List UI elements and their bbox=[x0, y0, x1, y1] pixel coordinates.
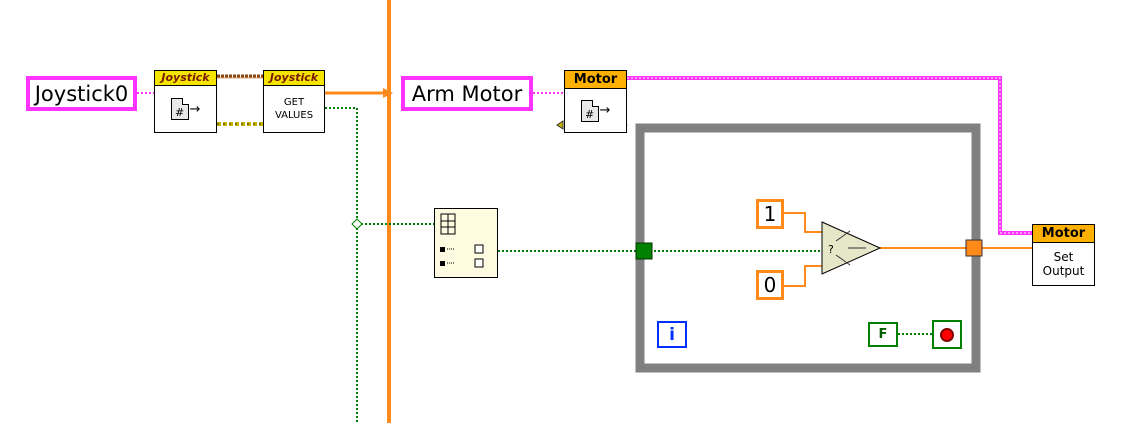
boolean-wire-getvalues-out[interactable] bbox=[325, 107, 358, 423]
numeric-wire-const-false[interactable] bbox=[784, 265, 826, 287]
joystick-refnum-label: Joystick0 bbox=[34, 81, 129, 106]
arm-motor-refnum-label: Arm Motor bbox=[411, 81, 523, 106]
numeric-constant-true[interactable]: 1 bbox=[756, 199, 784, 229]
motor-set-body: Set Output bbox=[1042, 250, 1085, 278]
refnum-wire-motor-out[interactable] bbox=[627, 76, 1032, 235]
joystick-get-values-block[interactable]: Joystick GET VALUES bbox=[263, 70, 325, 133]
motor-set-header: Motor bbox=[1033, 225, 1094, 243]
loop-iteration-terminal[interactable]: i bbox=[657, 321, 687, 348]
loop-stop-terminal[interactable] bbox=[932, 320, 962, 349]
stop-icon bbox=[940, 327, 954, 342]
numeric-constant-false-value: 0 bbox=[763, 273, 777, 297]
motor-open-error-in bbox=[556, 120, 564, 130]
arrow-right-icon: → bbox=[599, 103, 611, 118]
joystick-open-block[interactable]: Joystick # → bbox=[154, 70, 217, 133]
numeric-constant-false[interactable]: 0 bbox=[756, 270, 784, 300]
numeric-constant-true-value: 1 bbox=[763, 202, 777, 226]
joystick-refnum-control[interactable]: Joystick0 bbox=[26, 76, 137, 111]
motor-open-block[interactable]: Motor # → bbox=[564, 70, 627, 133]
arrow-right-icon: → bbox=[189, 101, 201, 117]
boolean-constant-false[interactable]: F bbox=[868, 322, 898, 347]
motor-open-header: Motor bbox=[565, 71, 626, 89]
joystick-get-header: Joystick bbox=[264, 71, 324, 86]
joystick-open-header: Joystick bbox=[155, 71, 216, 86]
refnum-wire-motor-out-inner bbox=[627, 77, 1032, 234]
wire-junction-diamond bbox=[351, 218, 363, 230]
boolean-constant-label: F bbox=[878, 327, 888, 342]
numeric-wire-const-true[interactable] bbox=[784, 212, 826, 233]
motor-set-output-block[interactable]: Motor Set Output bbox=[1032, 224, 1095, 286]
index-array-icon bbox=[440, 213, 484, 268]
index-array-node[interactable] bbox=[434, 208, 498, 278]
document-icon: # bbox=[170, 98, 189, 120]
select-function[interactable]: ? bbox=[821, 221, 882, 275]
arm-motor-refnum-control[interactable]: Arm Motor bbox=[401, 76, 533, 111]
joystick-get-body: GET VALUES bbox=[274, 97, 314, 121]
wire-junction-arrow bbox=[383, 88, 393, 98]
document-icon: # bbox=[580, 99, 599, 122]
select-function-label: ? bbox=[828, 243, 834, 256]
iteration-label: i bbox=[669, 324, 675, 345]
loop-output-tunnel[interactable] bbox=[965, 239, 983, 257]
loop-input-tunnel[interactable] bbox=[635, 242, 653, 260]
